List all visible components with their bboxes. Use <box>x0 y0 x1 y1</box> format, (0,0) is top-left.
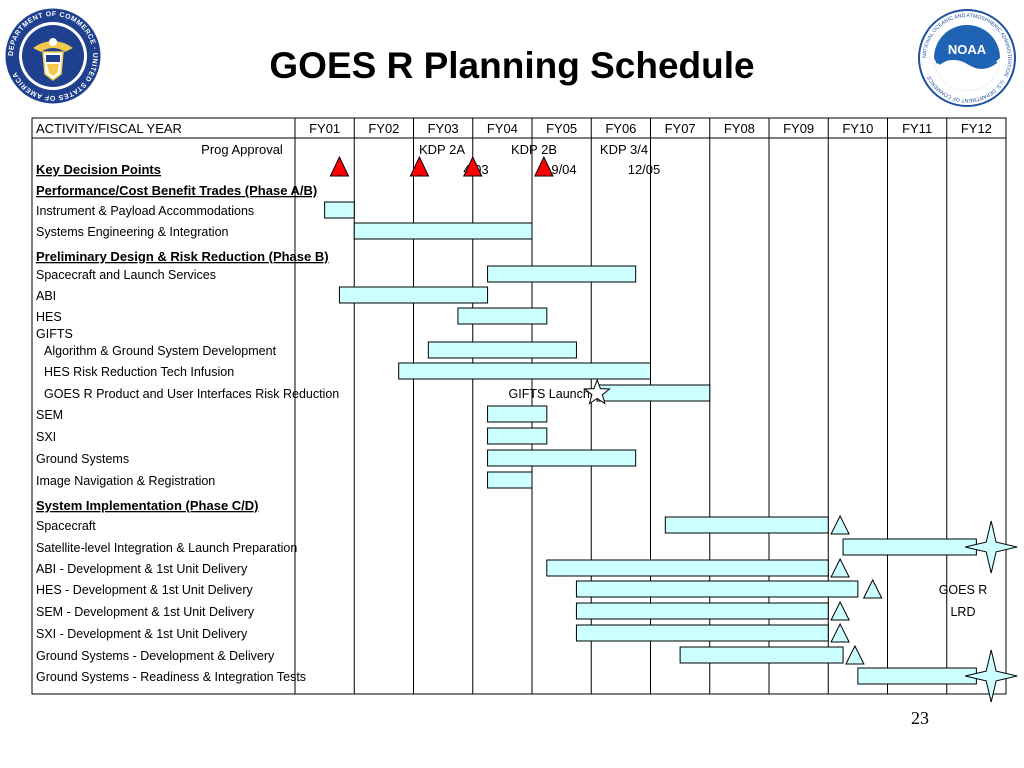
activity-label: HES Risk Reduction Tech Infusion <box>44 365 234 379</box>
section-heading: Preliminary Design & Risk Reduction (Pha… <box>36 249 329 264</box>
schedule-bar <box>546 559 829 577</box>
activity-label: Ground Systems - Readiness & Integration… <box>36 670 306 684</box>
schedule-bar <box>457 307 548 325</box>
schedule-bar <box>575 602 829 620</box>
header-activity-label: ACTIVITY/FISCAL YEAR <box>36 121 182 136</box>
decision-point-name: KDP 3/4 <box>600 142 648 157</box>
department-of-commerce-seal: DEPARTMENT OF COMMERCE · UNITED STATES O… <box>4 7 102 105</box>
header-year-fy06: FY06 <box>605 121 636 136</box>
activity-label: Spacecraft and Launch Services <box>36 268 216 282</box>
activity-label: Systems Engineering & Integration <box>36 225 229 239</box>
activity-label: Instrument & Payload Accommodations <box>36 204 254 218</box>
delivery-milestone-marker <box>845 644 865 665</box>
launch-star-marker <box>965 520 1018 574</box>
header-year-fy09: FY09 <box>783 121 814 136</box>
schedule-bar <box>679 646 844 664</box>
activity-label: Ground Systems <box>36 452 129 466</box>
activity-label: GIFTS <box>36 327 73 341</box>
activity-label: Spacecraft <box>36 519 96 533</box>
key-decision-points-label: Key Decision Points <box>36 162 161 177</box>
decision-point-marker <box>409 155 430 177</box>
gifts-launch-star <box>583 378 611 405</box>
page-number: 23 <box>911 708 929 728</box>
header-year-fy07: FY07 <box>665 121 696 136</box>
right-note: GOES R <box>939 583 988 597</box>
delivery-milestone-marker <box>830 557 850 578</box>
section-heading: System Implementation (Phase C/D) <box>36 498 259 513</box>
header-year-fy04: FY04 <box>487 121 518 136</box>
schedule-bar <box>487 427 548 445</box>
activity-label: SEM <box>36 408 63 422</box>
section-heading: Performance/Cost Benefit Trades (Phase A… <box>36 183 317 198</box>
activity-label: Algorithm & Ground System Development <box>44 344 277 358</box>
delivery-milestone-marker <box>862 578 883 599</box>
decision-point-date: 12/05 <box>628 162 661 177</box>
activity-label: Ground Systems - Development & Delivery <box>36 649 275 663</box>
activity-label: SXI - Development & 1st Unit Delivery <box>36 627 248 641</box>
decision-point-name: KDP 2B <box>511 142 557 157</box>
header-year-fy01: FY01 <box>309 121 340 136</box>
delivery-milestone-marker <box>830 514 850 535</box>
header-year-fy11: FY11 <box>902 121 932 136</box>
schedule-bar <box>664 516 829 534</box>
activity-label: GOES R Product and User Interfaces Risk … <box>44 387 339 401</box>
noaa-center-text: NOAA <box>948 42 987 57</box>
schedule-bar <box>575 580 859 598</box>
schedule-bar <box>398 362 651 380</box>
schedule-bar <box>353 222 533 240</box>
header-year-fy08: FY08 <box>724 121 755 136</box>
schedule-bar <box>487 405 548 423</box>
schedule-bar <box>487 449 637 467</box>
table-frame <box>31 117 1007 695</box>
decision-point-name: KDP 2A <box>419 142 465 157</box>
right-note: LRD <box>950 605 975 619</box>
header-year-fy05: FY05 <box>546 121 577 136</box>
schedule-bar <box>427 341 577 359</box>
activity-label: HES - Development & 1st Unit Delivery <box>36 583 253 597</box>
activity-label: Satellite-level Integration & Launch Pre… <box>36 541 297 555</box>
decision-point-marker <box>534 155 554 177</box>
decision-point-date: 9/04 <box>551 162 576 177</box>
schedule-bar <box>842 538 977 556</box>
schedule-bar <box>338 286 489 304</box>
activity-label: ABI <box>36 289 56 303</box>
activity-label: SEM - Development & 1st Unit Delivery <box>36 605 255 619</box>
decision-point-marker <box>329 155 350 177</box>
page-title: GOES R Planning Schedule <box>269 45 755 86</box>
schedule-bar <box>487 471 533 489</box>
schedule-bar <box>596 384 711 402</box>
decision-point-marker <box>462 155 483 177</box>
schedule-bar <box>857 667 977 685</box>
header-year-fy12: FY12 <box>961 121 992 136</box>
milestone-note: GIFTS Launch <box>509 387 590 401</box>
activity-label: HES <box>36 310 62 324</box>
activity-label: Image Navigation & Registration <box>36 474 215 488</box>
activity-label: ABI - Development & 1st Unit Delivery <box>36 562 248 576</box>
schedule-bar <box>324 201 355 219</box>
launch-star-marker <box>965 649 1018 703</box>
header-year-fy02: FY02 <box>368 121 399 136</box>
header-year-fy10: FY10 <box>842 121 873 136</box>
noaa-logo: NOAA NATIONAL OCEANIC AND ATMOSPHERIC AD… <box>918 9 1016 107</box>
delivery-milestone-marker <box>830 622 850 643</box>
schedule-bar <box>575 624 829 642</box>
activity-label: SXI <box>36 430 56 444</box>
decision-point-name: Prog Approval <box>201 142 283 157</box>
header-year-fy03: FY03 <box>428 121 459 136</box>
schedule-bar <box>487 265 637 283</box>
delivery-milestone-marker <box>830 600 850 621</box>
